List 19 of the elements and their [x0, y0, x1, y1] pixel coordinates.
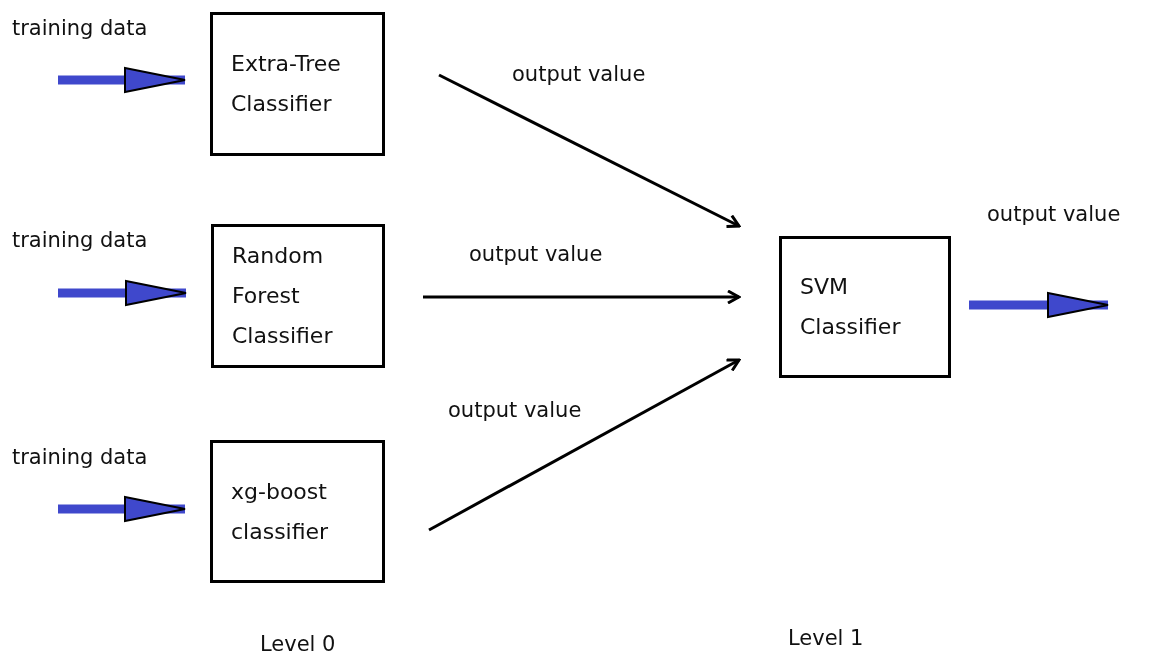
- arrow: [428, 358, 741, 532]
- classifier-box: [210, 440, 385, 583]
- arrow: [969, 292, 1109, 318]
- arrow: [438, 73, 741, 228]
- arrow: [423, 289, 741, 305]
- arrow: [58, 496, 186, 522]
- box-label: SVM Classifier: [800, 273, 902, 341]
- classifier-box: [210, 12, 385, 156]
- classifier-box: [779, 236, 951, 378]
- box-label: Extra-Tree Classifier: [231, 50, 342, 118]
- arrow: [58, 67, 186, 93]
- classifier-box: [211, 224, 385, 368]
- edge-label: output value: [510, 62, 648, 86]
- box-label: Random Forest Classifier: [232, 242, 334, 350]
- edge-label: output value: [446, 398, 584, 422]
- edge-label: output value: [467, 242, 605, 266]
- edge-label: output value: [985, 202, 1123, 226]
- box-label: xg-boost classifier: [231, 477, 330, 546]
- arrow: [58, 280, 187, 306]
